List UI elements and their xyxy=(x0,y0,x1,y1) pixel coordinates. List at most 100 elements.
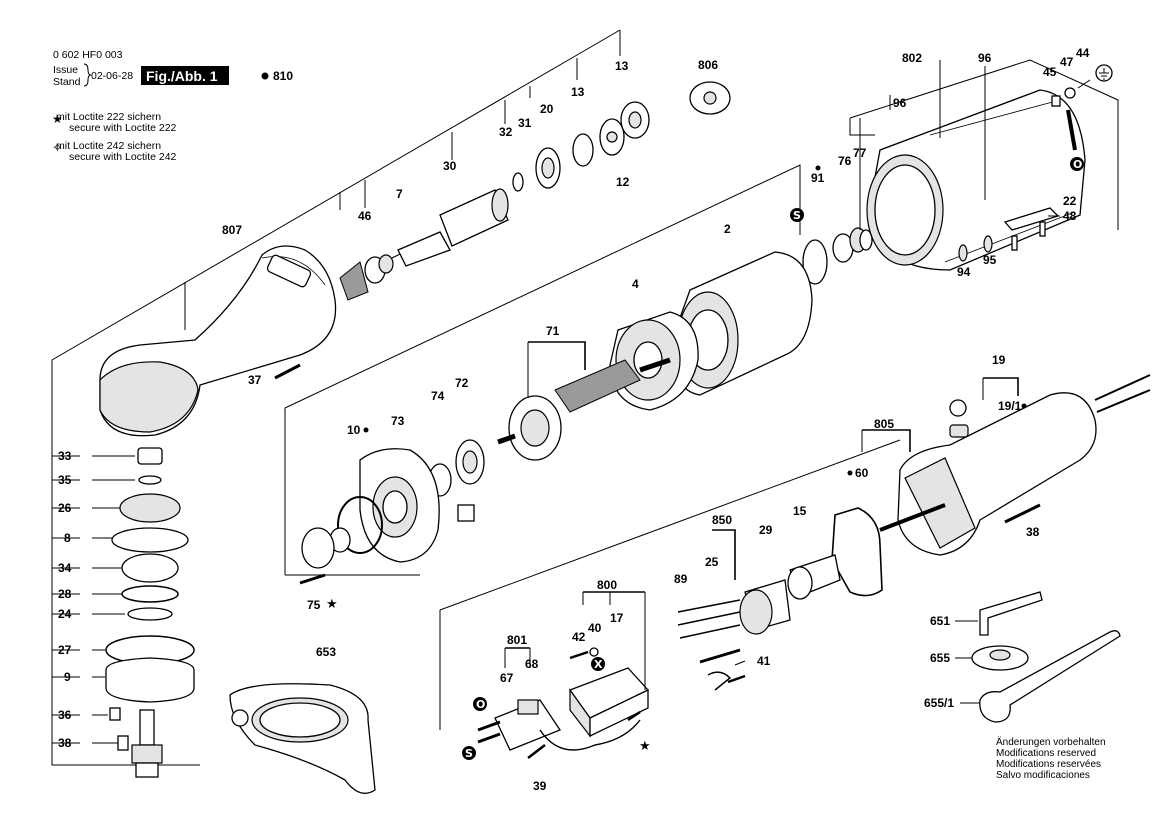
label-10: 10 xyxy=(347,423,361,437)
note-fr: Modifications reservées xyxy=(996,759,1102,770)
loctite-242-de: mit Loctite 242 sichern xyxy=(56,140,162,152)
label-802: 802 xyxy=(902,51,922,65)
label-27: 27 xyxy=(58,643,72,657)
label-4: 4 xyxy=(632,277,639,291)
label-655: 655 xyxy=(930,651,950,665)
rear-handle xyxy=(897,374,1151,556)
connecting-cables xyxy=(677,599,746,691)
document-number: 0 602 HF0 003 xyxy=(53,49,123,61)
bearing-72-bore xyxy=(462,450,478,474)
dot-icon xyxy=(1021,403,1027,409)
loctite-222-de: mit Loctite 222 sichern xyxy=(56,111,162,123)
svg-text:O: O xyxy=(476,698,485,711)
screw-42 xyxy=(569,650,589,660)
label-89: 89 xyxy=(674,572,688,586)
label-8: 8 xyxy=(64,531,71,545)
brush-ring-set xyxy=(802,227,873,285)
loctite-242-note: mit Loctite 242 sichern secure with Loct… xyxy=(56,141,176,163)
loctite-222-en: secure with Loctite 222 xyxy=(69,122,177,134)
label-41: 41 xyxy=(757,654,771,668)
modification-notes: Änderungen vorbehalten Modifications res… xyxy=(996,737,1106,781)
label-26: 26 xyxy=(58,501,72,515)
armature xyxy=(497,357,671,461)
s-symbol-icon: S xyxy=(790,208,804,222)
label-96a: 96 xyxy=(978,51,992,65)
washer-40 xyxy=(589,647,599,657)
label-15: 15 xyxy=(793,504,807,518)
label-36: 36 xyxy=(58,708,72,722)
screw-48 xyxy=(1039,221,1046,237)
switch-17 xyxy=(568,667,650,738)
label-46: 46 xyxy=(358,209,372,223)
svg-text:S: S xyxy=(793,209,801,222)
label-48: 48 xyxy=(1063,209,1077,223)
svg-text:S: S xyxy=(465,747,473,760)
gear-head-stack xyxy=(105,447,195,778)
label-807: 807 xyxy=(222,223,242,237)
label-17: 17 xyxy=(610,611,624,625)
star-icon: ★ xyxy=(52,112,63,126)
hex-key-651 xyxy=(979,591,1043,636)
bevel-pinion xyxy=(339,254,394,301)
label-850: 850 xyxy=(712,513,732,527)
label-91: 91 xyxy=(811,171,825,185)
label-40: 40 xyxy=(588,621,602,635)
label-28: 28 xyxy=(58,587,72,601)
label-71: 71 xyxy=(546,324,560,338)
screw-near-22 xyxy=(1011,235,1018,251)
label-19: 19 xyxy=(992,353,1006,367)
label-13a: 13 xyxy=(571,85,585,99)
brush-95 xyxy=(983,235,993,253)
o-symbol-icon-lower: O xyxy=(473,697,487,711)
flange-806 xyxy=(689,81,731,115)
label-34: 34 xyxy=(58,561,72,575)
label-805: 805 xyxy=(874,417,894,431)
star-icon: ★ xyxy=(639,739,651,754)
label-12: 12 xyxy=(616,175,630,189)
label-31: 31 xyxy=(518,116,532,130)
label-76: 76 xyxy=(838,154,852,168)
group-807-frame xyxy=(51,29,621,766)
brush-94 xyxy=(958,244,968,262)
label-30: 30 xyxy=(443,159,457,173)
label-45: 45 xyxy=(1043,65,1057,79)
label-38b: 38 xyxy=(1026,525,1040,539)
bearing-stack-top xyxy=(512,101,650,192)
figure-badge xyxy=(141,66,229,85)
label-35: 35 xyxy=(58,473,72,487)
issue-label: Issue xyxy=(53,64,79,76)
note-de: Änderungen vorbehalten xyxy=(996,737,1106,748)
label-800: 800 xyxy=(597,578,617,592)
leader xyxy=(734,660,746,666)
s-symbol-icon-lower: S xyxy=(462,746,476,760)
dot-icon xyxy=(815,165,821,171)
label-33: 33 xyxy=(58,449,72,463)
seal-60 xyxy=(831,507,883,597)
label-39: 39 xyxy=(533,779,547,793)
group-handle-frame xyxy=(439,439,901,611)
label-806: 806 xyxy=(698,58,718,72)
screw-38-handle xyxy=(1004,503,1041,524)
label-24: 24 xyxy=(58,607,72,621)
ground-terminal xyxy=(1051,64,1113,151)
ref-810-label: 810 xyxy=(273,69,293,83)
label-29: 29 xyxy=(759,523,773,537)
label-655-1: 655/1 xyxy=(924,696,954,710)
label-74: 74 xyxy=(431,389,445,403)
label-13b: 13 xyxy=(615,59,629,73)
issue-brace xyxy=(83,63,92,87)
svg-text:X: X xyxy=(594,658,603,671)
label-651: 651 xyxy=(930,614,950,628)
label-32: 32 xyxy=(499,125,513,139)
label-96b: 96 xyxy=(893,96,907,110)
label-47: 47 xyxy=(1060,55,1074,69)
label-42: 42 xyxy=(572,630,586,644)
label-20: 20 xyxy=(540,102,554,116)
stand-label: Stand xyxy=(53,76,81,88)
label-801: 801 xyxy=(507,633,527,647)
loctite-222-note: mit Loctite 222 sichern secure with Loct… xyxy=(56,112,176,134)
sealing-ring-10 xyxy=(337,496,383,554)
label-19-1: 19/1 xyxy=(998,399,1022,413)
bracket-805 xyxy=(862,429,911,452)
